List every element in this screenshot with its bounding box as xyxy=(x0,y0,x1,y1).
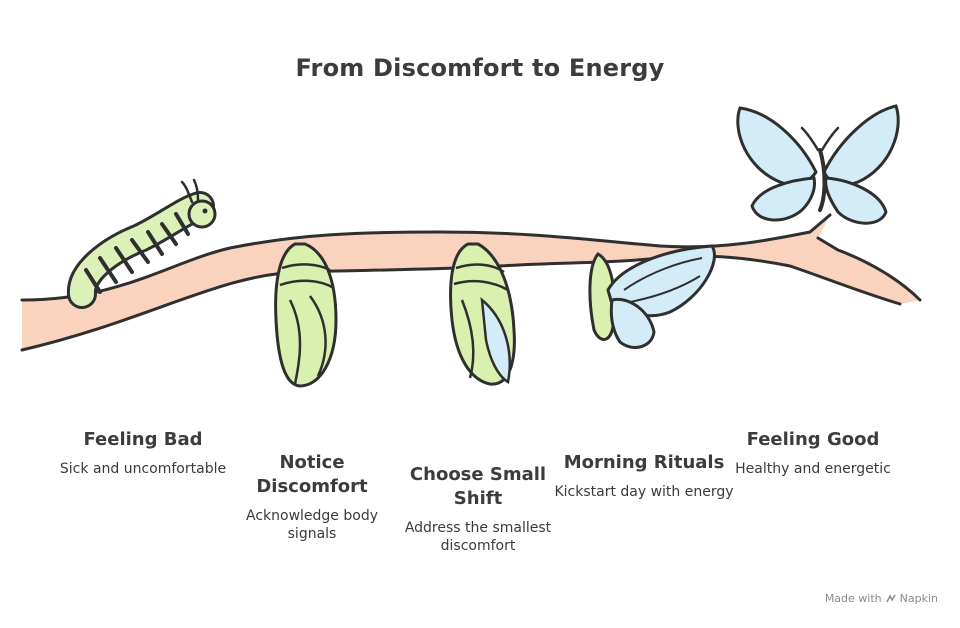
stage-notice-discomfort: Notice Discomfort Acknowledge body signa… xyxy=(222,451,402,543)
stage-description: Address the smallest discomfort xyxy=(404,520,552,554)
stage-label: Choose Small Shift xyxy=(409,464,547,509)
stage-description: Acknowledge body signals xyxy=(246,508,378,542)
stage-feeling-bad: Feeling Bad Sick and uncomfortable xyxy=(53,428,233,478)
chrysalis-closed xyxy=(274,242,338,388)
napkin-logo-icon xyxy=(885,593,896,602)
stage-label: Feeling Bad xyxy=(83,429,203,450)
diagram-title: From Discomfort to Energy xyxy=(295,54,665,82)
footer-brand: Napkin xyxy=(899,592,938,605)
stage-morning-rituals: Morning Rituals Kickstart day with energ… xyxy=(554,451,734,501)
stage-feeling-good: Feeling Good Healthy and energetic xyxy=(723,428,903,478)
stage-choose-small-shift: Choose Small Shift Address the smallest … xyxy=(388,463,568,555)
chrysalis-opening xyxy=(449,242,516,386)
caterpillar xyxy=(67,178,217,309)
footer-prefix: Made with xyxy=(824,592,882,605)
made-with-footer: Made with Napkin xyxy=(825,592,938,605)
stage-label: Morning Rituals xyxy=(563,452,725,473)
stage-description: Kickstart day with energy xyxy=(554,484,734,500)
butterfly-emerging xyxy=(588,244,716,349)
stage-description: Sick and uncomfortable xyxy=(59,461,227,477)
butterfly-flying xyxy=(736,104,900,225)
stage-label: Feeling Good xyxy=(746,429,880,450)
stage-label: Notice Discomfort xyxy=(256,452,368,497)
stage-description: Healthy and energetic xyxy=(735,461,891,477)
